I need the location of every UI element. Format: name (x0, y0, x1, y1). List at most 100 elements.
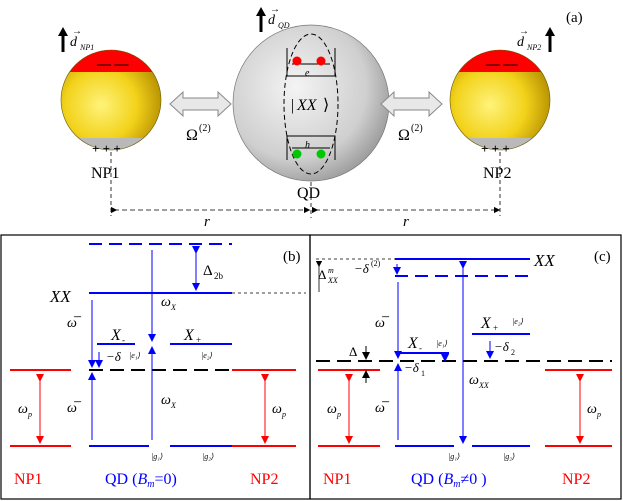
svg-text:+: + (196, 335, 201, 345)
svg-text:ω: ω (161, 295, 171, 310)
c-delta-xx-sub: XX (327, 276, 339, 285)
b-minus-delta: −δ (106, 349, 122, 364)
svg-text:|: | (291, 97, 294, 114)
dipole-qd-icon: d → QD (256, 4, 290, 32)
b-e2: |e₂⟩ (201, 351, 213, 360)
distance-markers (110, 152, 501, 218)
dipole-np1-icon: d → NP1 (58, 26, 94, 52)
c-e2: |e₂⟩ (512, 317, 524, 326)
d-qd-sub: QD (278, 21, 290, 30)
svg-text:⟩: ⟩ (323, 97, 329, 114)
panel-a-label: (a) (566, 10, 583, 26)
svg-text:→: → (270, 4, 280, 15)
qd-xx-ket: XX (296, 97, 318, 114)
b-qd-caption: QD ( (105, 471, 137, 488)
panel-a: (a) — — + + + d → NP1 (58, 4, 583, 230)
c-np2: NP2 (562, 471, 590, 488)
c-omega-bar-top: ω̅ (375, 316, 390, 331)
b-e1: |e₁⟩ (129, 351, 141, 360)
svg-text:ω: ω (272, 402, 282, 417)
b-omega-x-bottom-sub: X (170, 401, 177, 410)
b-delta2b-sub: 2b (214, 271, 224, 281)
svg-text:Δ: Δ (318, 267, 326, 282)
svg-text:d: d (70, 35, 78, 50)
svg-text:— —: — — (96, 57, 130, 72)
svg-text:X: X (480, 315, 492, 332)
np1-sphere: — — + + + (60, 49, 162, 156)
svg-text:— —: — — (485, 57, 519, 72)
svg-text:ω: ω (587, 402, 597, 417)
np2-label: NP2 (483, 165, 511, 182)
omega2-right: (2) (411, 123, 423, 134)
qd-sphere: e h | XX ⟩ (232, 24, 390, 182)
c-xx-label: XX (533, 251, 555, 270)
svg-text:→: → (72, 26, 82, 37)
svg-text:Δ: Δ (203, 263, 213, 279)
c-qd-caption: QD ( (411, 471, 443, 488)
svg-text:1: 1 (421, 369, 425, 378)
c-e1: |e₁⟩ (436, 339, 448, 348)
c-omega-bar-bottom: ω̅ (375, 401, 390, 416)
r-left: r (204, 214, 210, 230)
svg-text:QD (Bm≠0 ): QD (Bm≠0 ) (411, 471, 487, 490)
b-omega-bar-top: ω̅ (67, 316, 82, 331)
b-omega-p-right-sub: p (281, 410, 286, 419)
c-delta: Δ (349, 344, 357, 359)
c-g1: |g₁⟩ (448, 452, 460, 461)
svg-text:2: 2 (511, 348, 515, 357)
d-np1-sub: NP1 (79, 43, 94, 52)
b-qd-caption-b: m (147, 479, 154, 490)
b-g1: |g₁⟩ (151, 452, 163, 461)
svg-text:+ + +: + + + (481, 141, 510, 156)
np1-label: NP1 (91, 165, 119, 182)
svg-text:Ω: Ω (398, 127, 410, 144)
c-np1: NP1 (323, 471, 351, 488)
r-right: r (403, 214, 409, 230)
coupling-arrow-left-icon (169, 90, 232, 118)
svg-text:+ + +: + + + (92, 141, 121, 156)
svg-text:Ω: Ω (186, 127, 198, 144)
b-np1: NP1 (14, 471, 42, 488)
svg-text:d: d (517, 35, 525, 50)
svg-text:ω: ω (18, 402, 28, 417)
c-qd-caption-rest: ≠0 ) (460, 471, 486, 488)
panel-c-frame (309, 234, 622, 500)
c-minus-delta2: −δ (494, 339, 510, 354)
svg-text:QD (Bm=0): QD (Bm=0) (105, 471, 177, 490)
svg-text:ω: ω (161, 393, 171, 408)
b-np2: NP2 (250, 471, 278, 488)
svg-text:→: → (519, 26, 529, 37)
c-minus-delta2-sup: (2) (371, 259, 381, 268)
dipole-np2-icon: d → NP2 (517, 26, 555, 52)
svg-text:-: - (419, 343, 422, 353)
c-minus-delta1: −δ (404, 360, 420, 375)
panel-c: (c) XX Δ m XX −δ (2) ω̅ X + |e₂⟩ (315, 249, 612, 490)
svg-text:X: X (183, 327, 195, 344)
np2-sphere: — — + + + (449, 49, 551, 156)
qd-label: QD (297, 185, 320, 202)
panel-b: (b) XX Δ 2b ω X ω̅ X - X + −δ |e₁⟩ (10, 243, 306, 490)
b-g2: |g₂⟩ (202, 452, 214, 461)
c-delta-xx-sup: m (328, 266, 334, 275)
c-qd-caption-b: m (453, 479, 460, 490)
b-omega-bar-bottom: ω̅ (67, 401, 82, 416)
b-xx-label: XX (49, 287, 71, 306)
svg-text:X: X (110, 327, 122, 344)
svg-text:ω: ω (469, 373, 479, 388)
svg-text:-: - (122, 335, 125, 345)
b-omega-p-left-sub: p (27, 410, 32, 419)
svg-text:d: d (268, 13, 276, 28)
c-omega-xx-sub: XX (478, 381, 490, 390)
omega2-left: (2) (199, 123, 211, 134)
qd-h-label: h (305, 140, 310, 151)
c-omega-p-right-sub: p (596, 410, 601, 419)
b-qd-caption-rest: =0) (154, 471, 176, 488)
svg-text:ω: ω (327, 402, 337, 417)
coupling-arrow-right-icon (380, 90, 443, 118)
b-omega-x-top-sub: X (170, 303, 177, 312)
svg-text:−δ: −δ (354, 261, 370, 276)
qd-e-label: e (305, 68, 310, 79)
d-np2-sub: NP2 (526, 43, 541, 52)
c-g2: |g₂⟩ (503, 452, 515, 461)
